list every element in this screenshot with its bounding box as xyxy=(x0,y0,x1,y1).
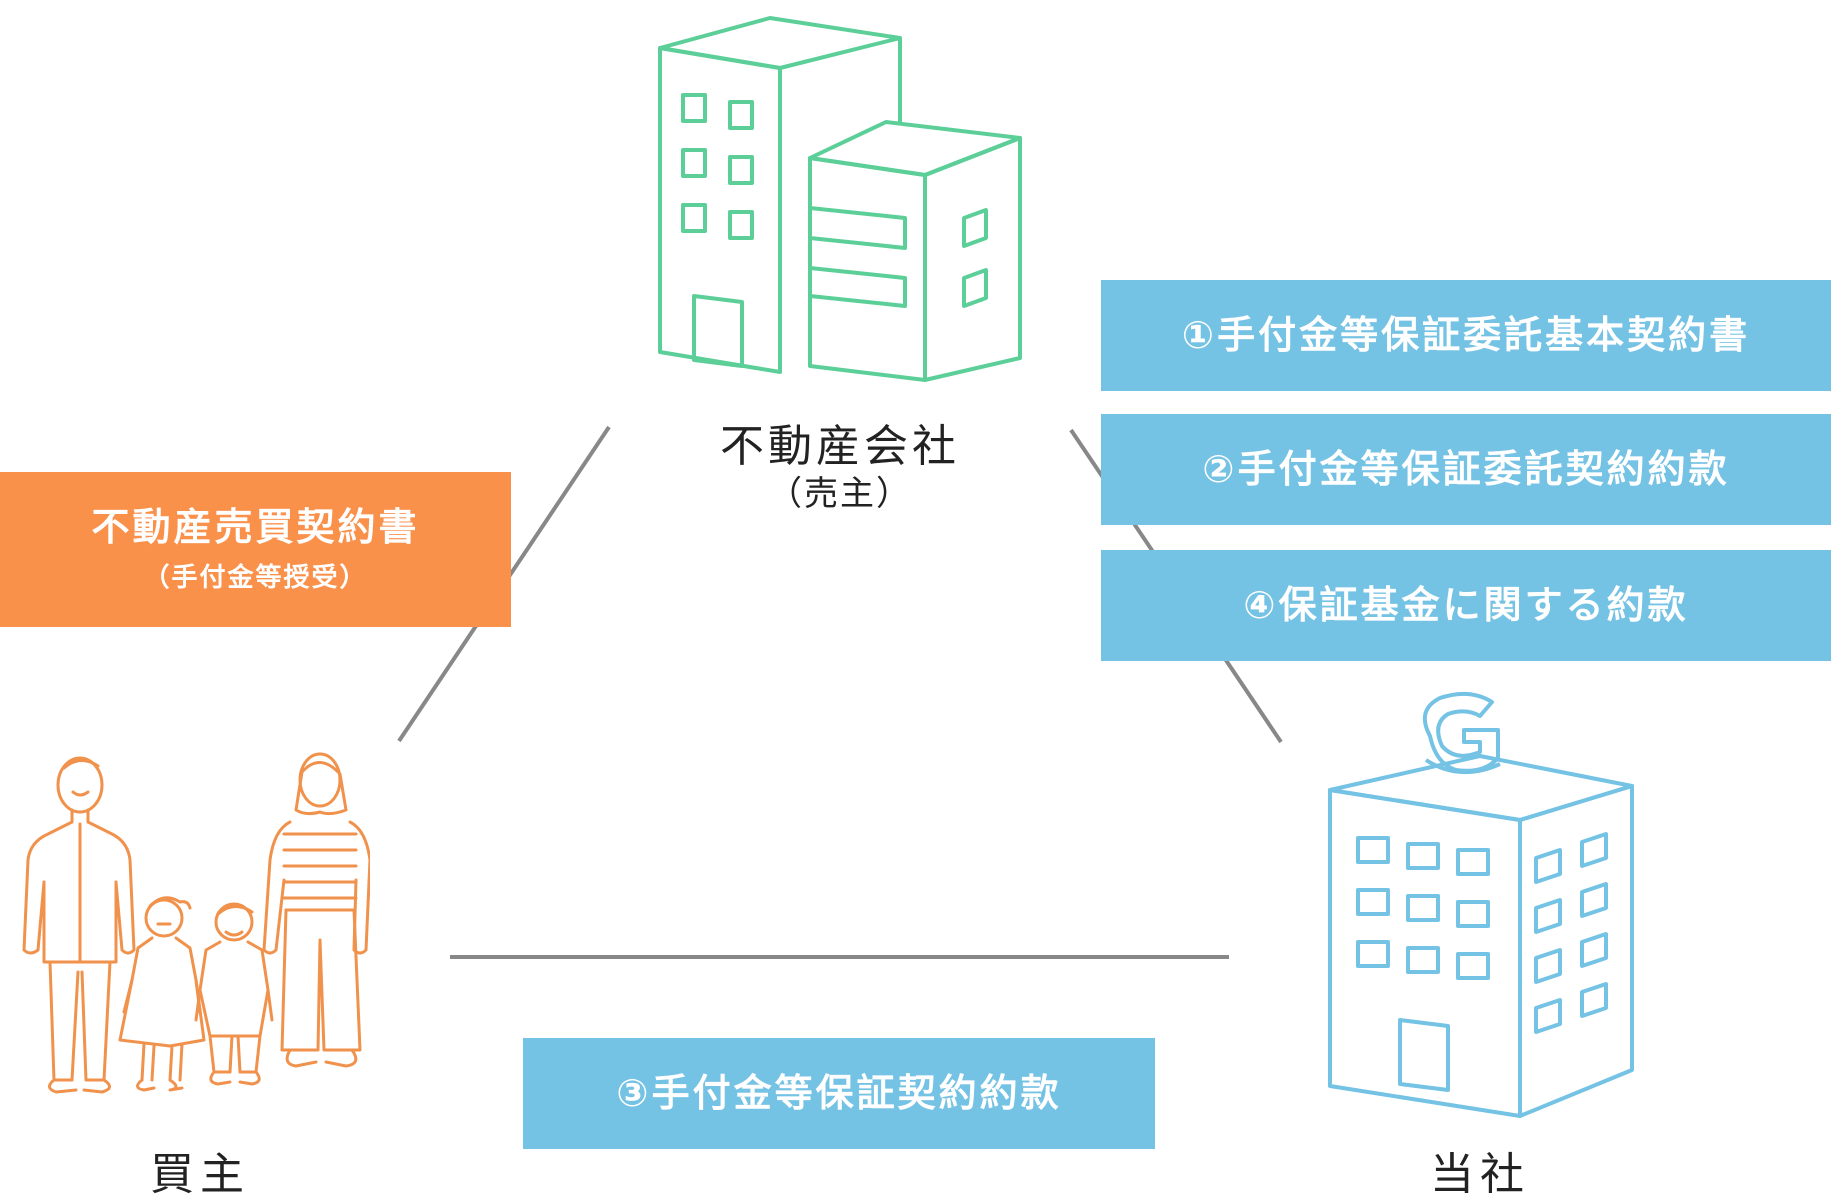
doc3-box: ③手付金等保証契約約款 xyxy=(523,1038,1155,1149)
family-icon xyxy=(22,752,370,1094)
doc1-label: ①手付金等保証委託基本契約書 xyxy=(1181,312,1751,357)
contract-title: 不動産売買契約書 xyxy=(91,505,420,550)
doc4-box: ④保証基金に関する約款 xyxy=(1101,550,1831,661)
doc4-label: ④保証基金に関する約款 xyxy=(1243,582,1689,627)
buyer-label: 買主 xyxy=(150,1149,250,1200)
realestate-sublabel: （売主） xyxy=(768,474,912,514)
realestate-building-icon xyxy=(658,16,1022,382)
contract-subtitle: （手付金等授受） xyxy=(143,562,368,593)
company-building-icon xyxy=(1328,691,1634,1118)
contract-box: 不動産売買契約書 （手付金等授受） xyxy=(0,472,511,627)
company-logo-icon xyxy=(1422,691,1501,775)
doc2-label: ②手付金等保証委託契約約款 xyxy=(1202,446,1730,491)
doc1-box: ①手付金等保証委託基本契約書 xyxy=(1101,280,1831,391)
company-label: 当社 xyxy=(1430,1149,1530,1200)
realestate-label: 不動産会社 xyxy=(720,421,960,472)
doc3-label: ③手付金等保証契約約款 xyxy=(616,1070,1062,1115)
doc2-box: ②手付金等保証委託契約約款 xyxy=(1101,414,1831,525)
